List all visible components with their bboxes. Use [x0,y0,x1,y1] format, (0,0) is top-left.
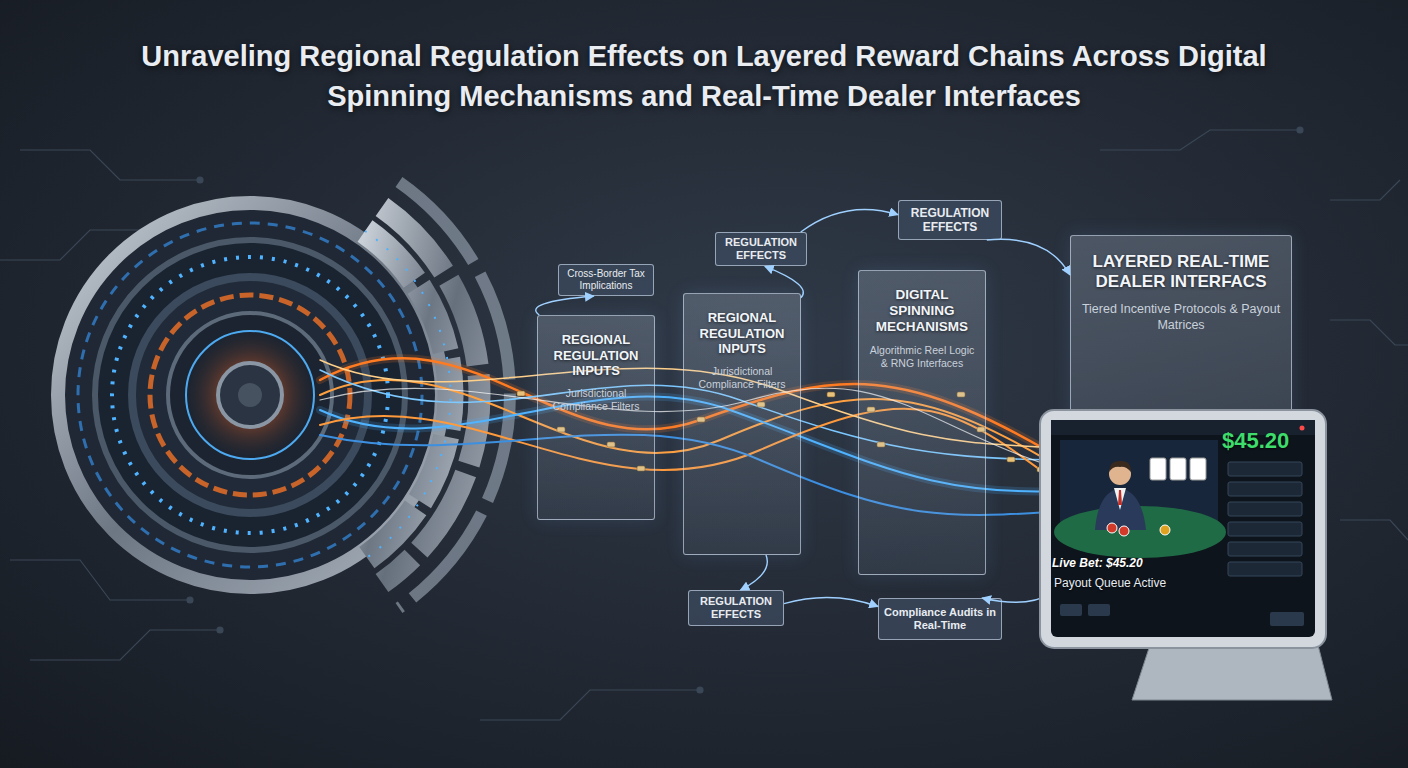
panel-heading: LAYERED REAL-TIME DEALER INTERFACS [1077,252,1285,293]
panel-heading: REGIONAL REGULATION INPUTS [690,310,794,357]
label-box: Cross-Border Tax Implications [558,264,654,296]
arc-segment [399,182,510,608]
circuit-node [697,687,703,693]
panel-subtitle: Jurisdictional Compliance Filters [544,387,648,414]
label-box: REGULATION EFFECTS [715,232,807,266]
panel-subtitle: Jurisdictional Compliance Filters [690,365,794,392]
menu-row [1228,542,1302,556]
label-box: REGULATION EFFECTS [898,200,1002,240]
panel-box: REGIONAL REGULATION INPUTS Jurisdictional… [683,293,801,555]
circuit-trace [20,150,200,180]
circuit-traces [0,127,1408,720]
circuit-node [187,597,193,603]
status-text: Payout Queue Active [1054,576,1166,590]
tablet-stand [1132,645,1332,700]
tablet-frame [1040,410,1326,648]
tag-text: Compliance Audits in Real-Time [883,606,997,632]
card [1170,458,1186,480]
panel-subtitle: Tiered Incentive Protocols & Payout Matr… [1077,301,1285,334]
wheel-hub [218,363,282,427]
menu-row [1228,562,1302,576]
arc-lights [365,231,451,559]
label-box: REGULATION EFFECTS [688,590,784,626]
connector [801,209,898,232]
diagram-title: Unraveling Regional Regulation Effects o… [104,36,1304,116]
panel-heading: REGIONAL REGULATION INPUTS [544,332,648,379]
panel-box: DIGITAL SPINNING MECHANISMS Algorithmic R… [858,270,986,575]
chip [1160,525,1170,535]
connector [987,239,1070,275]
chip [1119,526,1129,536]
tablet-screen [1051,420,1315,637]
dealer-tie [1118,490,1122,505]
circuit-node [1297,127,1303,133]
circuit-trace [480,690,700,720]
dealer-body [1095,488,1146,530]
tag-text: REGULATION EFFECTS [903,206,997,235]
connector [536,296,594,315]
circuit-node [197,177,203,183]
circuit-node [217,627,223,633]
circuit-trace [30,630,220,660]
dealer-hair [1109,461,1131,472]
panel-subtitle: Algorithmic Reel Logic & RNG Interfaces [865,344,979,371]
menu-row [1228,462,1302,476]
panel-box: REGIONAL REGULATION INPUTS Jurisdictional… [537,315,655,520]
circuit-trace [1100,130,1300,150]
circuit-trace [1330,180,1400,200]
screen-button [1088,604,1110,616]
payout-amount: $45.20 [1222,428,1289,454]
connector [765,266,803,297]
tag-text: Cross-Border Tax Implications [563,268,649,292]
tag-text: REGULATION EFFECTS [720,236,802,262]
card [1190,458,1206,480]
screen-button [1060,604,1082,616]
connector [784,597,878,606]
menu-row [1228,482,1302,496]
menu-row [1228,522,1302,536]
wheel-ring [168,313,332,477]
dealer-shirt [1114,488,1126,510]
wheel-ring [132,277,368,513]
bead [827,392,835,397]
bet-text: Live Bet: $45.20 [1052,556,1143,570]
wheel-ring [95,240,405,550]
chip [1107,523,1117,533]
tag-text: REGULATION EFFECTS [693,595,779,621]
label-box: Compliance Audits in Real-Time [878,598,1002,640]
wheel-glow [180,325,320,465]
circuit-trace [1330,320,1408,345]
wheel-hub [238,383,262,407]
wheel-ring [78,223,422,567]
card [1150,458,1166,480]
circuit-trace [1340,520,1408,540]
bead [517,391,525,396]
panel-heading: DIGITAL SPINNING MECHANISMS [865,287,979,336]
status-dot [1300,426,1305,431]
screen-button [1270,612,1304,626]
connector [741,555,768,590]
spinning-wheel [58,182,510,608]
menu-row [1228,502,1302,516]
wheel-ticks [112,257,388,533]
bead [1007,457,1015,462]
